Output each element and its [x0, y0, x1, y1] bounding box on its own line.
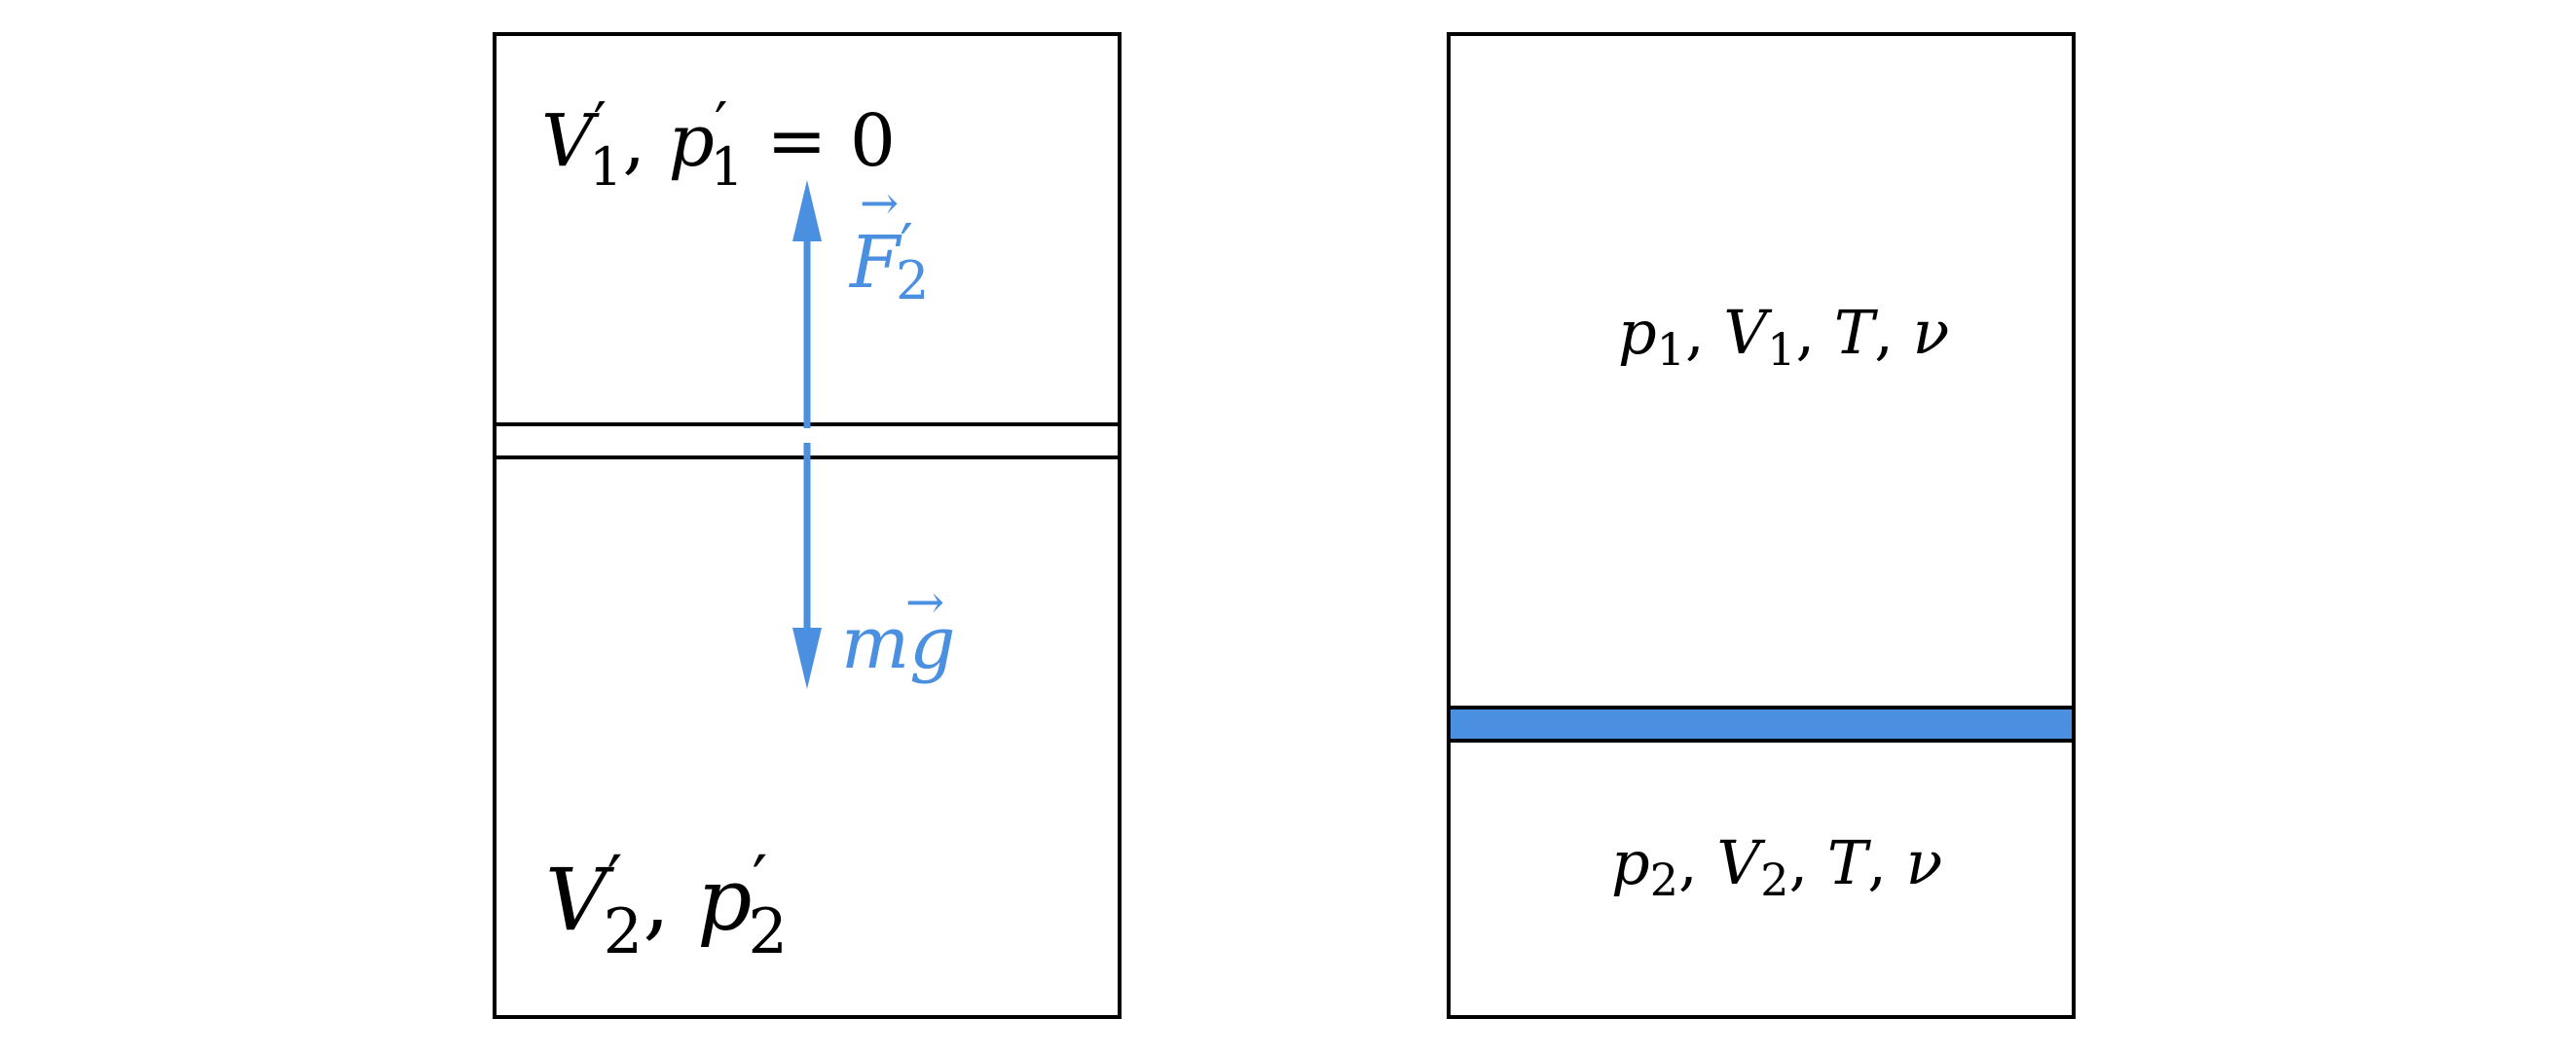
left-bottom-volume-symbol: V	[545, 850, 615, 950]
right-bottom-sep3: ,	[1867, 827, 1905, 898]
right-vessel: p1, V1, T, ν p2, V2, T, ν	[1447, 32, 2076, 1019]
right-top-sep2: ,	[1795, 297, 1833, 368]
left-bottom-volume-prime: ′	[607, 841, 623, 921]
left-bottom-volume-sub: 2	[603, 896, 643, 968]
force-down-mass: m	[841, 601, 909, 685]
right-bottom-gas-label: p2, V2, T, ν	[1611, 827, 1942, 906]
left-top-pressure-symbol: p	[668, 99, 714, 183]
right-top-sep1: ,	[1685, 297, 1723, 368]
force-up-sub: 2	[896, 250, 929, 311]
left-bottom-pressure-sub: 2	[748, 896, 788, 968]
left-top-gas-label: V′1, p′1 = 0	[541, 91, 896, 198]
right-top-sep3: ,	[1874, 297, 1912, 368]
force-down-arrow	[792, 443, 822, 689]
force-up-symbol: F	[848, 221, 902, 305]
right-vessel-outline	[1447, 32, 2076, 1019]
force-down-g: g	[909, 601, 955, 685]
right-top-nu: ν	[1913, 297, 1950, 368]
right-bottom-T: T	[1827, 827, 1872, 898]
force-up-vector-arrow: →	[860, 176, 899, 231]
right-bottom-sep2: ,	[1788, 827, 1826, 898]
right-top-p: p	[1618, 297, 1657, 368]
right-bottom-p: p	[1611, 827, 1650, 898]
left-top-volume-symbol: V	[541, 99, 600, 183]
right-top-gas-label: p1, V1, T, ν	[1618, 297, 1949, 376]
right-top-T: T	[1834, 297, 1879, 368]
left-vessel: V′1, p′1 = 0 V′2, p′2 → F′2 → mg	[493, 32, 1122, 1019]
force-down-vector-arrow: →	[905, 575, 944, 630]
left-vessel-outline	[493, 32, 1122, 1019]
right-bottom-V-sub: 2	[1760, 854, 1788, 906]
left-top-pressure-prime: ′	[715, 91, 728, 159]
right-piston	[1447, 706, 2076, 743]
left-top-volume-prime: ′	[593, 91, 607, 159]
right-top-p-sub: 1	[1657, 323, 1685, 376]
left-bottom-pressure-prime: ′	[752, 841, 767, 921]
left-top-pressure-sub: 1	[710, 136, 743, 198]
left-top-sep: ,	[622, 99, 668, 183]
force-up-label: F′2	[848, 212, 929, 311]
force-down-arrowhead	[792, 628, 822, 689]
right-bottom-p-sub: 2	[1650, 854, 1678, 906]
force-up-arrow	[792, 180, 822, 428]
right-top-V-sub: 1	[1767, 323, 1795, 376]
left-top-equals-zero: = 0	[744, 99, 896, 183]
left-bottom-gas-label: V′2, p′2	[545, 841, 788, 968]
left-bottom-sep: ,	[643, 850, 697, 950]
right-bottom-V: V	[1716, 827, 1766, 898]
force-up-prime: ′	[900, 212, 913, 280]
left-top-volume-sub: 1	[589, 136, 622, 198]
force-up-arrowhead	[792, 180, 822, 241]
right-top-V: V	[1723, 297, 1773, 368]
left-bottom-pressure-symbol: p	[697, 850, 752, 950]
force-down-label: mg	[841, 601, 956, 685]
right-bottom-sep1: ,	[1678, 827, 1716, 898]
right-bottom-nu: ν	[1906, 827, 1943, 898]
